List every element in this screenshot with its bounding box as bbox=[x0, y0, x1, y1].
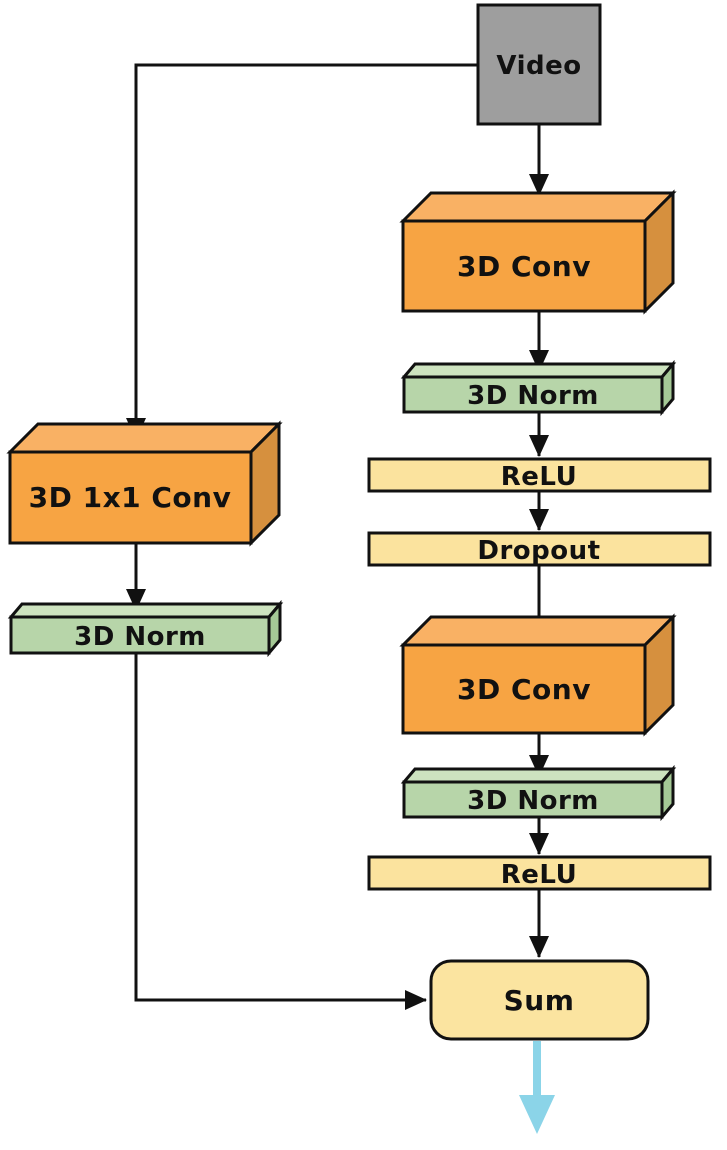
skip-connection-bottom bbox=[134, 653, 427, 1010]
skip-norm-top-face bbox=[7, 602, 284, 619]
conv1-node: 3D Conv bbox=[399, 189, 677, 315]
relu2-node: ReLU bbox=[367, 855, 712, 891]
conv2-node: 3D Conv bbox=[399, 613, 677, 737]
norm2-label: 3D Norm bbox=[467, 786, 599, 816]
skip-connection-top bbox=[126, 63, 478, 440]
norm2-top-face bbox=[400, 767, 677, 784]
skip-conv-label: 3D 1x1 Conv bbox=[29, 481, 232, 514]
sum-node: Sum bbox=[429, 959, 650, 1041]
relu1-bar bbox=[367, 457, 712, 493]
video-node: Video bbox=[476, 3, 602, 126]
norm1-label: 3D Norm bbox=[467, 381, 599, 411]
conv2-front-face bbox=[401, 643, 647, 735]
norm1-front-face bbox=[402, 375, 664, 414]
video-box bbox=[476, 3, 602, 126]
conv1-front-face bbox=[401, 219, 647, 313]
norm2-node: 3D Norm bbox=[400, 764, 677, 822]
sum-label: Sum bbox=[504, 984, 575, 1017]
dropout-node: Dropout bbox=[367, 531, 712, 567]
conv1-top-face bbox=[399, 191, 677, 223]
skip-norm-front-face bbox=[9, 615, 271, 655]
relu1-node: ReLU bbox=[367, 457, 712, 493]
skip-conv-node: 3D 1x1 Conv bbox=[6, 420, 283, 547]
skip-norm-node: 3D Norm bbox=[7, 599, 284, 658]
connectors bbox=[126, 63, 549, 1010]
output-arrow-icon bbox=[519, 1041, 555, 1134]
video-label: Video bbox=[496, 51, 581, 81]
conv2-label: 3D Conv bbox=[457, 673, 591, 706]
sum-box bbox=[429, 959, 650, 1041]
conv2-top-face bbox=[399, 615, 677, 647]
skip-conv-front-face bbox=[8, 450, 253, 545]
norm1-node: 3D Norm bbox=[400, 359, 677, 417]
dropout-bar bbox=[367, 531, 712, 567]
skip-conv-top-face bbox=[6, 422, 283, 454]
relu2-label: ReLU bbox=[501, 860, 577, 890]
relu1-label: ReLU bbox=[501, 462, 577, 492]
relu2-bar bbox=[367, 855, 712, 891]
conv1-label: 3D Conv bbox=[457, 250, 591, 283]
norm1-top-face bbox=[400, 362, 677, 379]
skip-norm-label: 3D Norm bbox=[74, 622, 206, 652]
dropout-label: Dropout bbox=[477, 536, 600, 566]
norm2-front-face bbox=[402, 780, 664, 819]
